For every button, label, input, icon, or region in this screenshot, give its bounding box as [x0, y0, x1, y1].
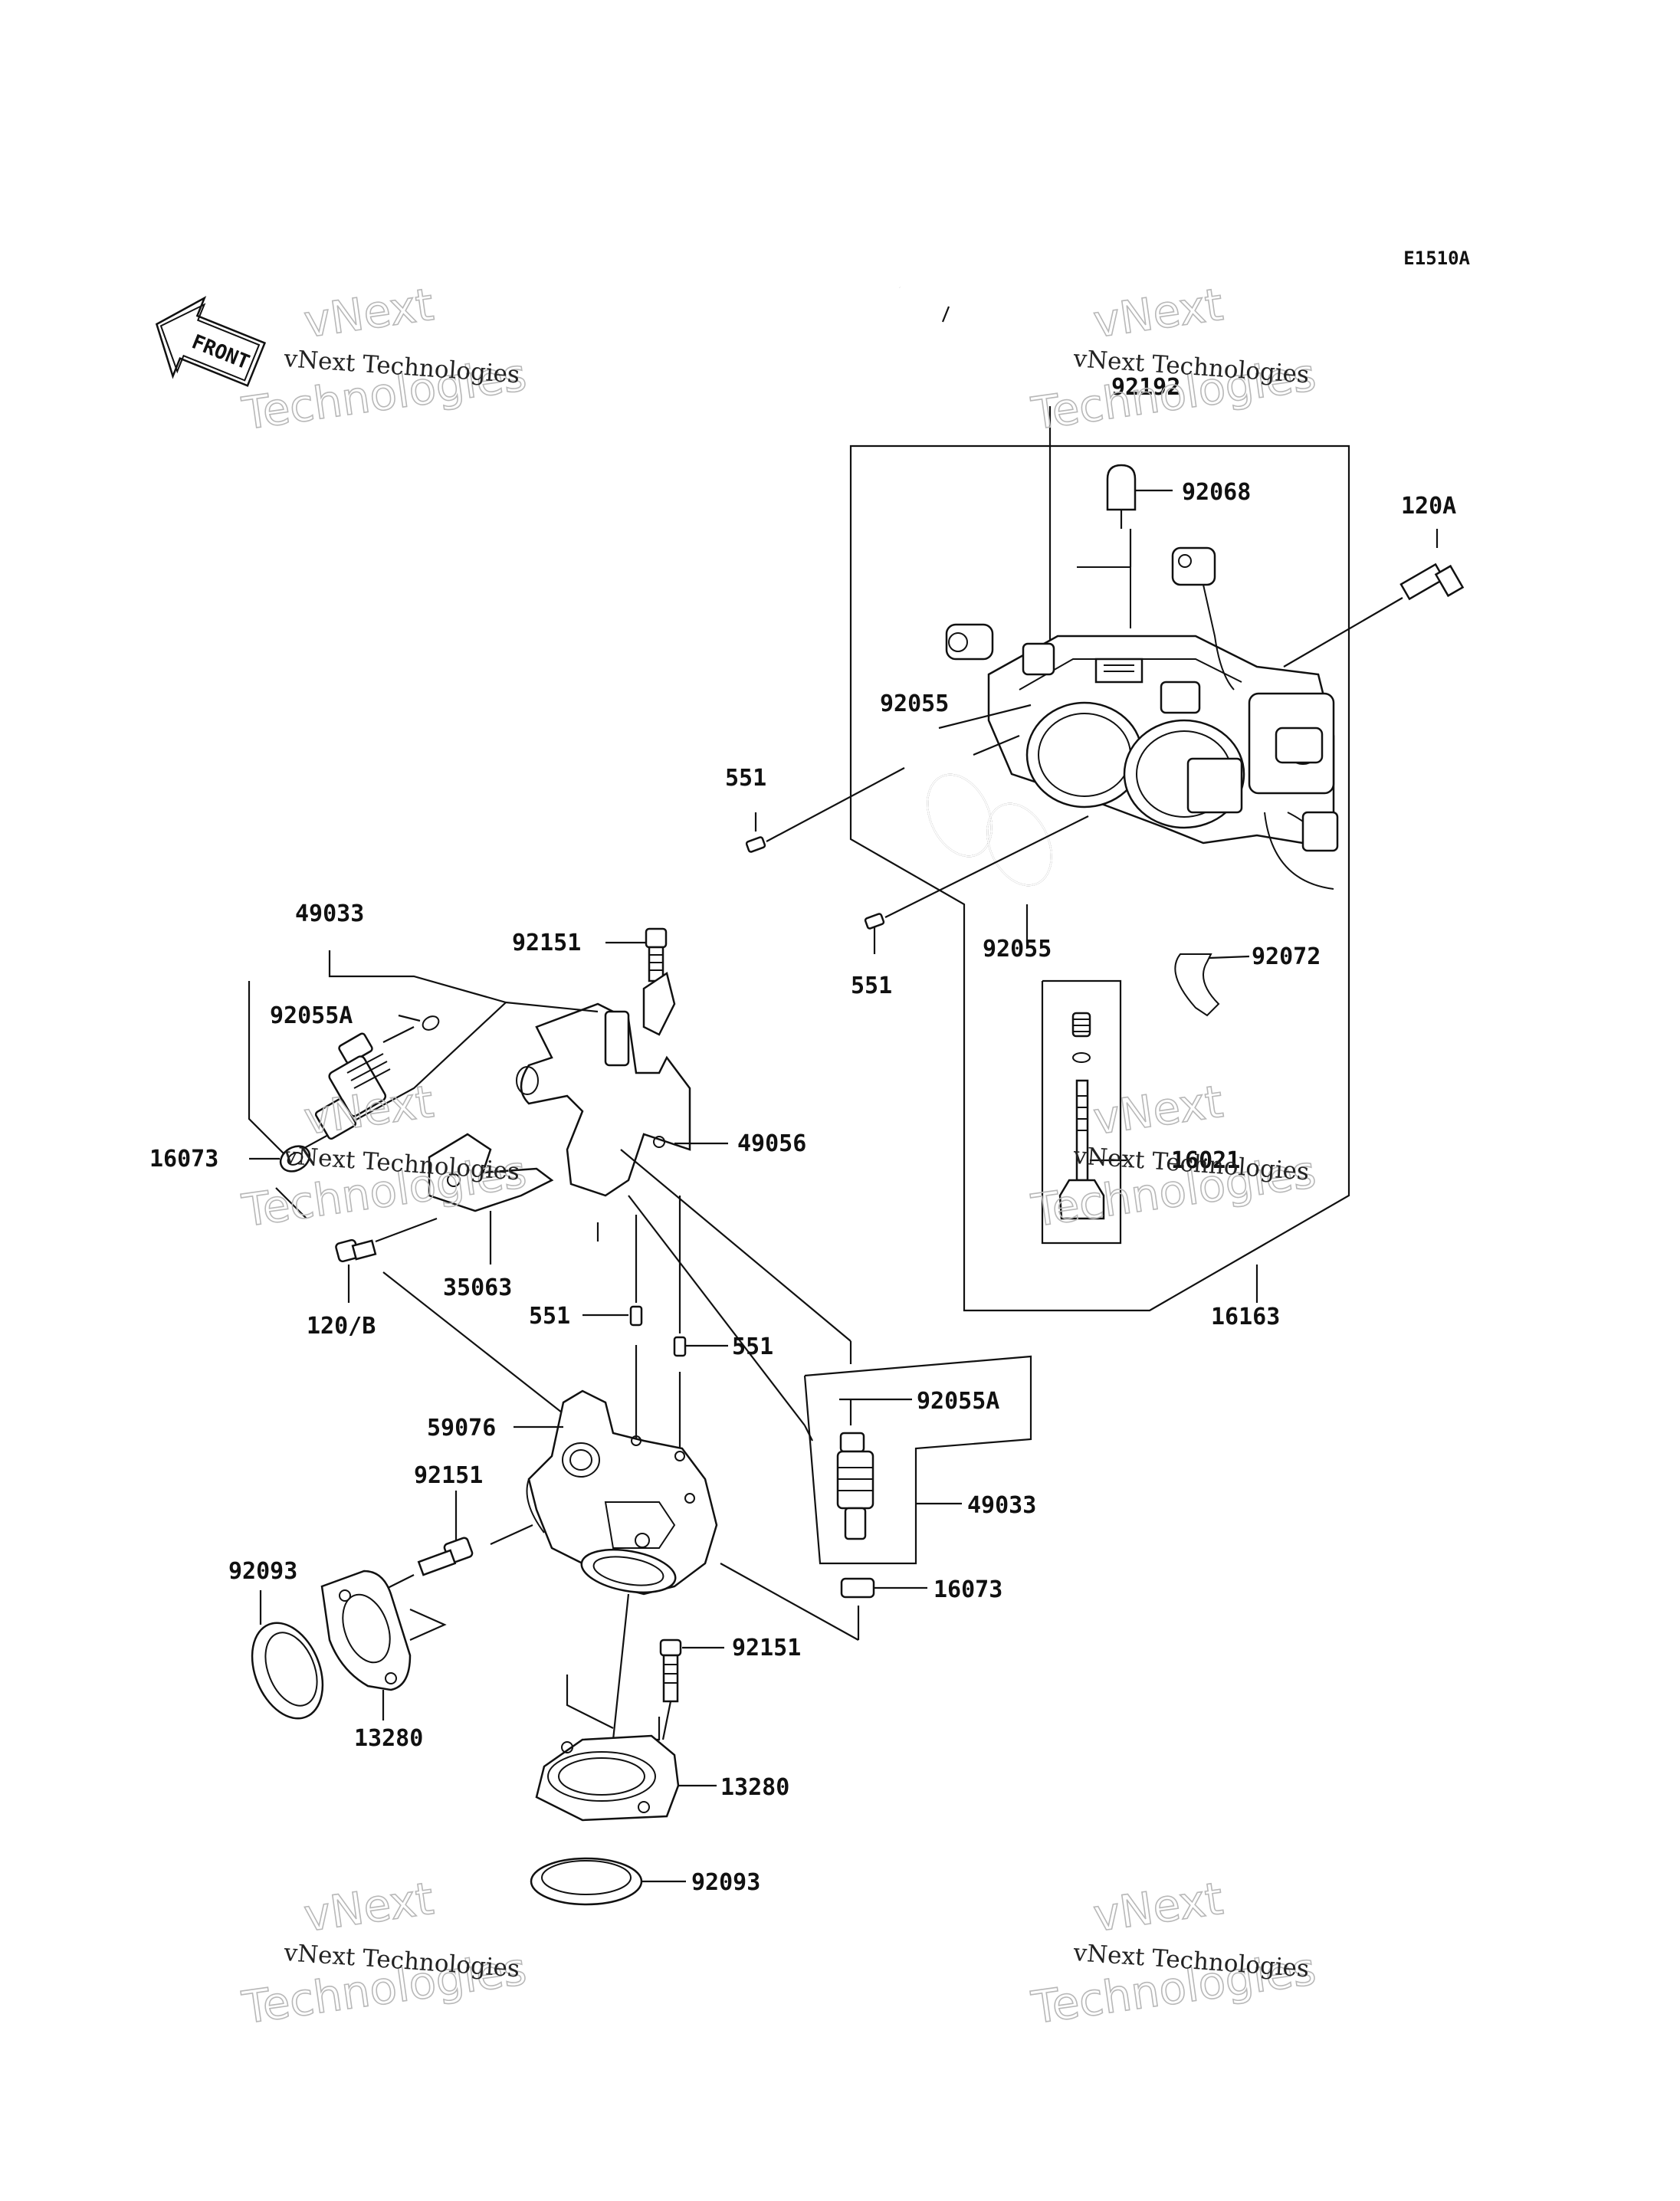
- dowel-pin-551-mid-a: [582, 1215, 643, 1441]
- part-label: 16163: [1211, 1304, 1280, 1330]
- clamp-92072: [1174, 953, 1250, 1017]
- part-label: 120A: [1401, 493, 1456, 520]
- dowel-pin-551-lower: [864, 815, 1089, 954]
- seal-16073-lower: [720, 1563, 927, 1641]
- delivery-pipe-49056: [505, 971, 728, 1197]
- screw-120b: [335, 1217, 438, 1303]
- dowel-pin-551-upper: [745, 767, 905, 853]
- svg-text:vNext: vNext: [300, 1872, 436, 1942]
- part-label: 49056: [737, 1130, 806, 1157]
- part-label: 551: [725, 765, 766, 792]
- part-label: 16021: [1171, 1147, 1240, 1174]
- part-label: 49033: [967, 1492, 1036, 1519]
- watermark: vNext Technologies vNext Technologies: [1028, 277, 1320, 441]
- watermark: vNext Technologies vNext Technologies: [238, 277, 530, 441]
- o-ring-92055-b: [986, 802, 1052, 887]
- part-label: 13280: [720, 1774, 789, 1801]
- part-label: 92151: [732, 1635, 801, 1661]
- part-label: 92151: [512, 930, 581, 956]
- part-label: 92072: [1252, 943, 1321, 970]
- dowel-pin-551-mid-b: [673, 1196, 728, 1456]
- part-label: 92093: [691, 1869, 760, 1896]
- ring-92093-left: [251, 1590, 324, 1720]
- part-label: 92151: [414, 1462, 483, 1489]
- part-label: 16073: [149, 1146, 218, 1173]
- svg-text:vNext: vNext: [1090, 1872, 1226, 1942]
- screw-92151-left: [375, 1491, 533, 1595]
- part-label: 551: [851, 973, 892, 999]
- part-label: 92055: [983, 936, 1052, 963]
- part-label: 59076: [427, 1415, 496, 1442]
- injector-assembly-49033-upper: [248, 950, 508, 1159]
- part-label: 49033: [295, 900, 364, 927]
- front-arrow-icon: FRONT: [155, 296, 267, 387]
- watermark: vNext Technologies vNext Technologies: [1028, 1871, 1320, 2035]
- gasket-13280-left: [320, 1570, 447, 1720]
- hose-92192: [897, 281, 1056, 682]
- part-label: 92093: [228, 1558, 297, 1585]
- sensor-box-16021: [1041, 979, 1127, 1245]
- part-label: 92068: [1182, 479, 1251, 506]
- svg-text:vNext: vNext: [300, 1075, 436, 1145]
- part-label: 13280: [354, 1725, 423, 1752]
- throttle-body: [945, 529, 1339, 890]
- part-label: 92055A: [270, 1002, 353, 1029]
- svg-text:vNext: vNext: [300, 278, 436, 348]
- screw-92151-lower: [659, 1638, 724, 1740]
- throttle-body-59076: [514, 1389, 718, 1596]
- injector-assembly-49033-lower: [803, 1355, 1032, 1565]
- part-label: 551: [732, 1333, 773, 1360]
- part-label: 92055A: [917, 1388, 999, 1415]
- seal-16073-upper: [249, 1145, 311, 1173]
- watermark: vNext Technologies vNext Technologies: [238, 1871, 530, 2035]
- o-ring-92055-a: [927, 773, 993, 858]
- diagram-code: E1510A: [1403, 248, 1470, 269]
- part-label: 92055: [880, 690, 949, 717]
- bracket-35063: [428, 1133, 554, 1265]
- throttle-body-assembly-frame: [849, 444, 1350, 1312]
- part-label: 92192: [1111, 374, 1180, 401]
- svg-text:vNext: vNext: [1090, 278, 1226, 348]
- part-label: 551: [529, 1303, 570, 1330]
- svg-text:vNext: vNext: [1090, 1075, 1226, 1145]
- gasket-13280-lower: [535, 1593, 717, 1822]
- watermark: vNext Technologies vNext Technologies: [1028, 1074, 1320, 1238]
- ring-92093-lower: [530, 1857, 686, 1906]
- part-label: 16073: [934, 1576, 1002, 1603]
- part-label: 35063: [443, 1274, 512, 1301]
- cap-92068: [1106, 464, 1173, 529]
- screw-120a: [1283, 529, 1465, 668]
- part-label: 120/B: [307, 1313, 376, 1340]
